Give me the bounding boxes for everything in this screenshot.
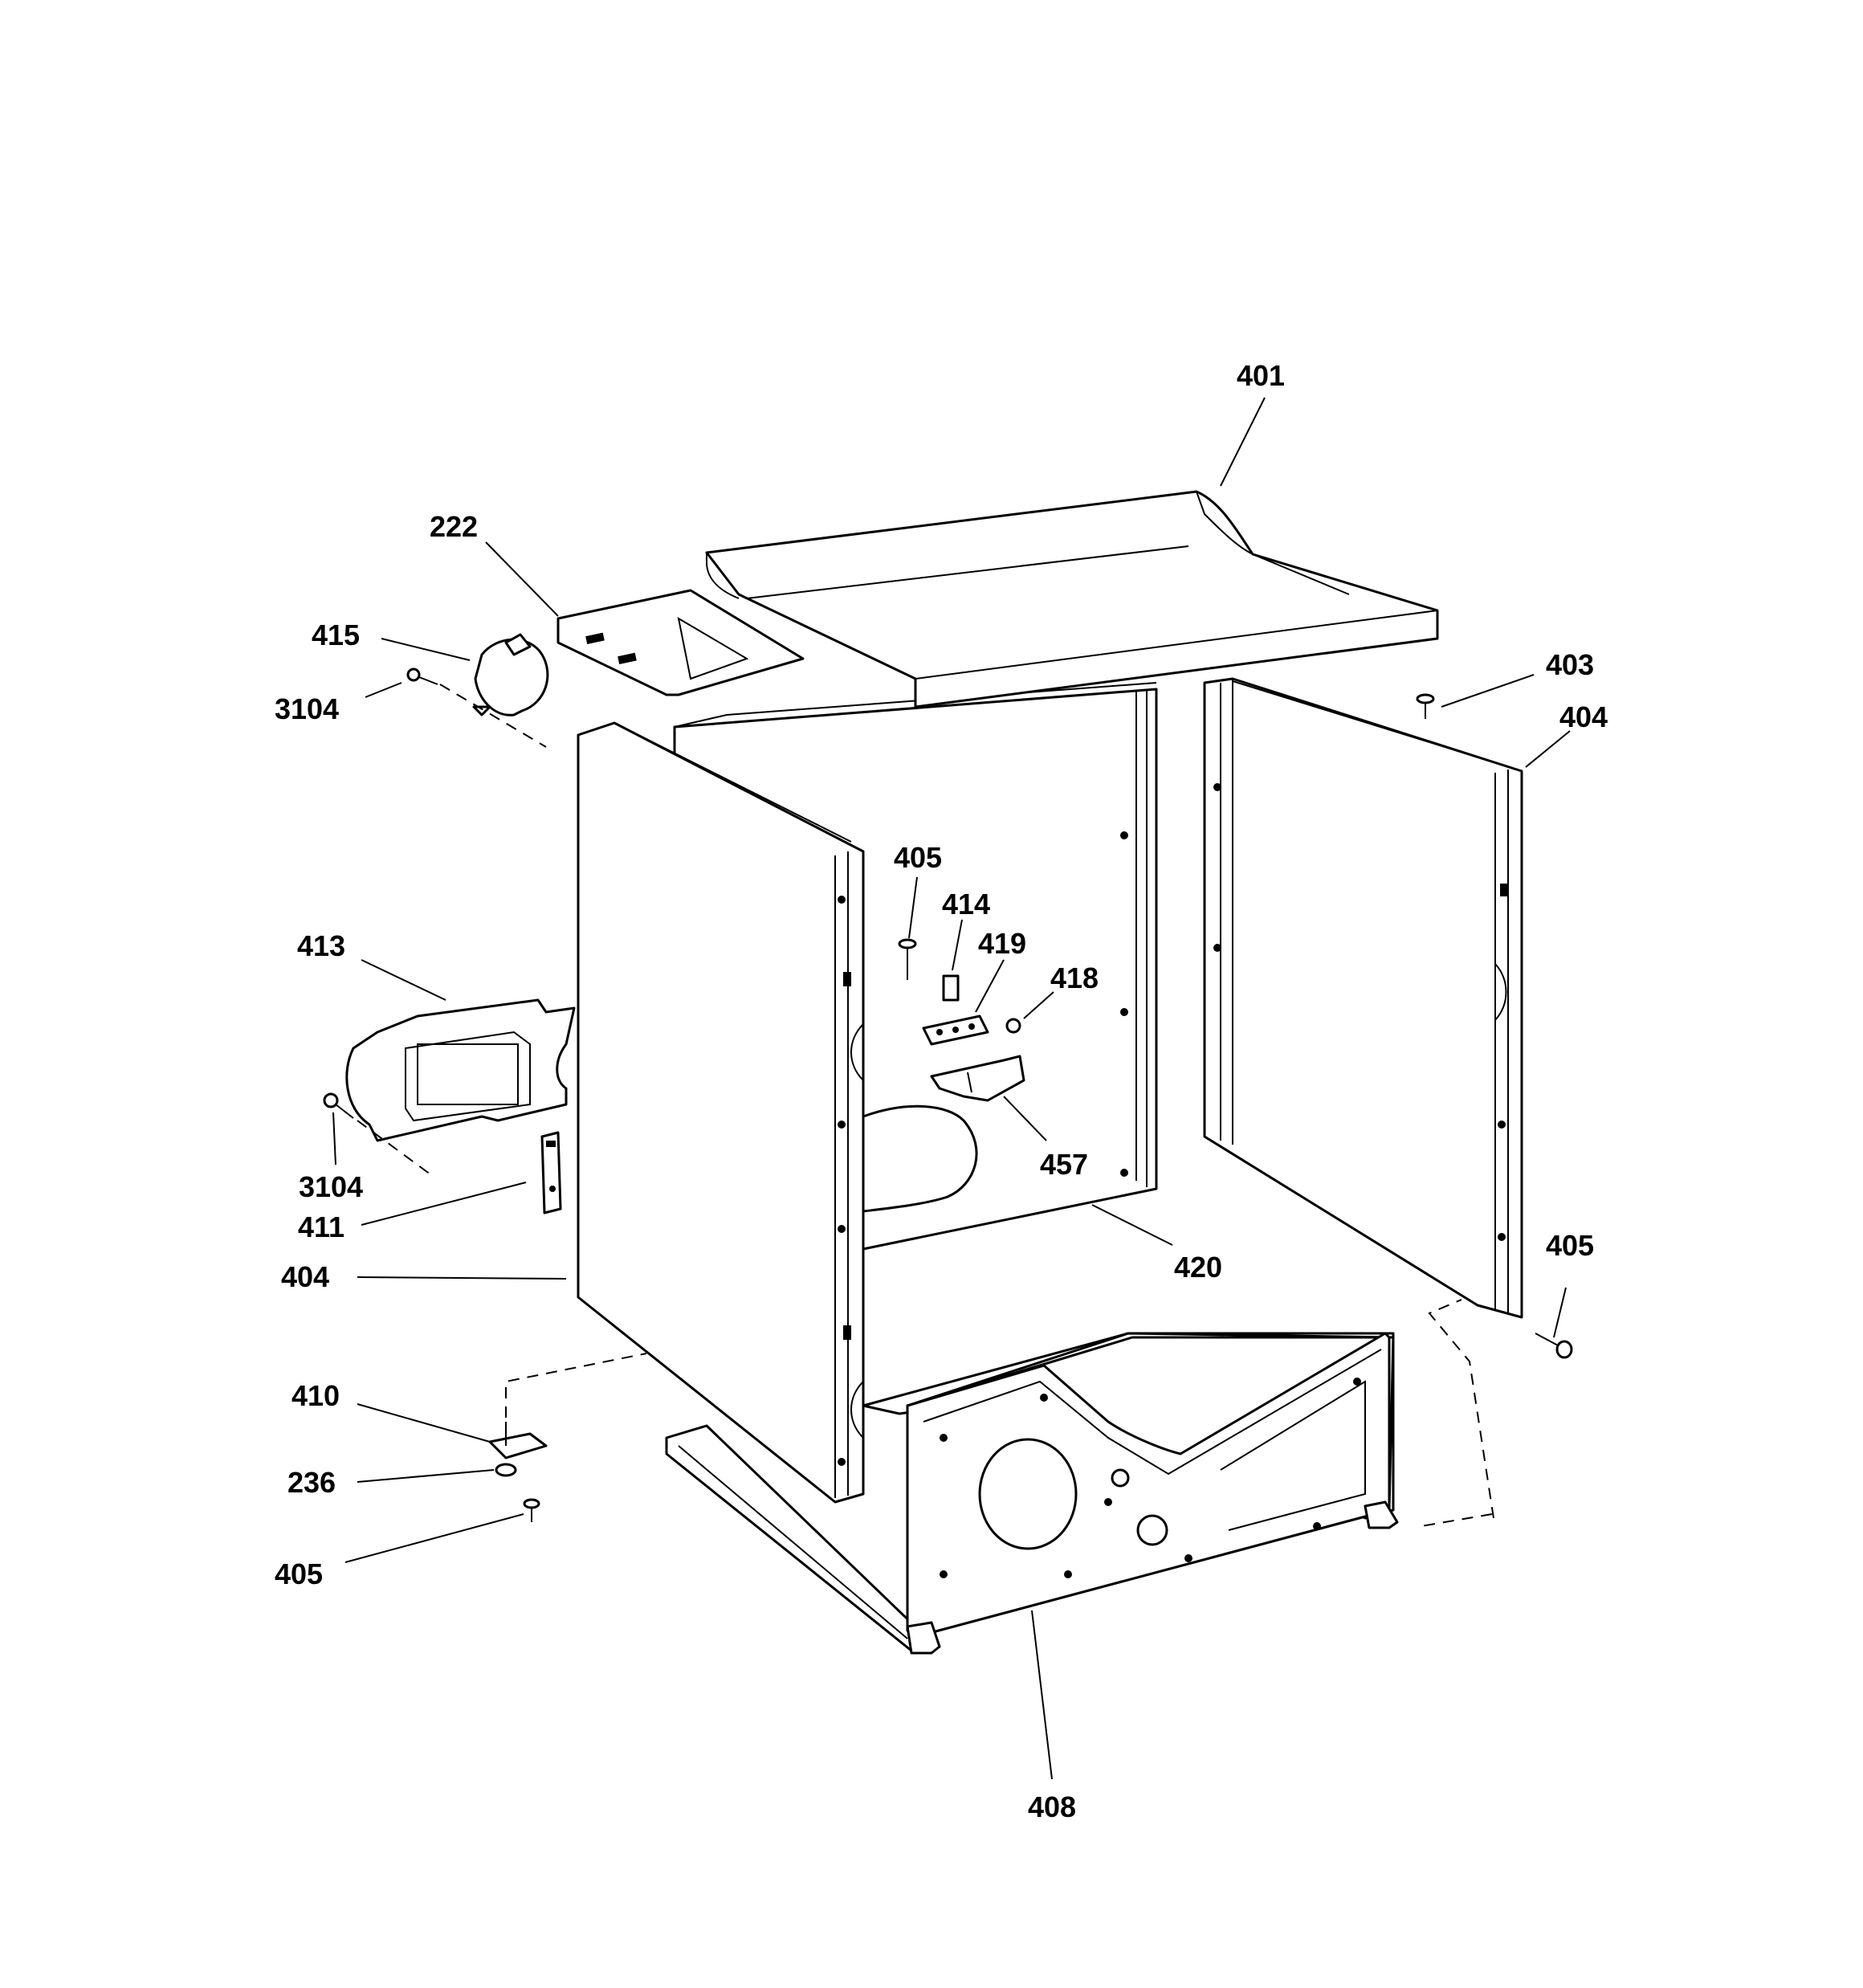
callout-415: 415 — [312, 618, 360, 651]
nut-418[interactable] — [1005, 1018, 1021, 1034]
callout-labels: 401 222 415 3104 403 404 405 414 419 418… — [275, 359, 1608, 1823]
screw-405-upper[interactable] — [898, 938, 917, 980]
leader-lines — [332, 397, 1571, 1780]
callout-3104-top: 3104 — [275, 692, 339, 725]
clip-411[interactable] — [540, 1131, 562, 1214]
callout-413: 413 — [297, 929, 345, 962]
callout-419: 419 — [978, 927, 1026, 960]
callout-414: 414 — [942, 888, 990, 921]
top-rear-rail[interactable] — [556, 589, 805, 696]
callout-404-right: 404 — [1559, 700, 1608, 733]
screw-405-right[interactable] — [1535, 1333, 1573, 1359]
callout-420: 420 — [1174, 1251, 1222, 1284]
leveling-foot-410[interactable] — [488, 1422, 548, 1459]
top-panel[interactable] — [705, 490, 1439, 708]
screw-405-lower[interactable] — [523, 1498, 540, 1522]
callout-457: 457 — [1040, 1148, 1088, 1181]
screw-403[interactable] — [1416, 693, 1435, 719]
screw-3104-top[interactable] — [406, 667, 438, 685]
bracket-457[interactable] — [930, 1055, 1025, 1102]
pad-236[interactable] — [495, 1463, 517, 1477]
callout-222: 222 — [430, 510, 478, 543]
callout-236: 236 — [287, 1466, 336, 1499]
callout-405-right: 405 — [1546, 1229, 1594, 1262]
callout-405-upper: 405 — [894, 841, 942, 874]
bracket-414[interactable] — [942, 974, 960, 1002]
terminal-block-419[interactable] — [922, 1014, 989, 1046]
callout-401: 401 — [1237, 359, 1285, 392]
base-frame[interactable] — [665, 1332, 1399, 1655]
callout-404-left: 404 — [281, 1260, 329, 1293]
callout-3104-lower: 3104 — [299, 1170, 363, 1203]
callout-418: 418 — [1050, 961, 1099, 994]
assembly-lines — [357, 684, 1494, 1527]
callout-410: 410 — [291, 1379, 340, 1412]
duct-cover[interactable] — [472, 633, 549, 716]
callout-411: 411 — [298, 1210, 344, 1243]
callout-405-lower: 405 — [275, 1557, 323, 1590]
screw-3104-lower[interactable] — [323, 1092, 354, 1119]
right-side-panel[interactable] — [1203, 677, 1523, 1319]
access-panel[interactable] — [345, 998, 576, 1142]
left-side-panel[interactable] — [577, 721, 865, 1504]
callout-408: 408 — [1028, 1790, 1076, 1823]
callout-403: 403 — [1546, 648, 1594, 681]
